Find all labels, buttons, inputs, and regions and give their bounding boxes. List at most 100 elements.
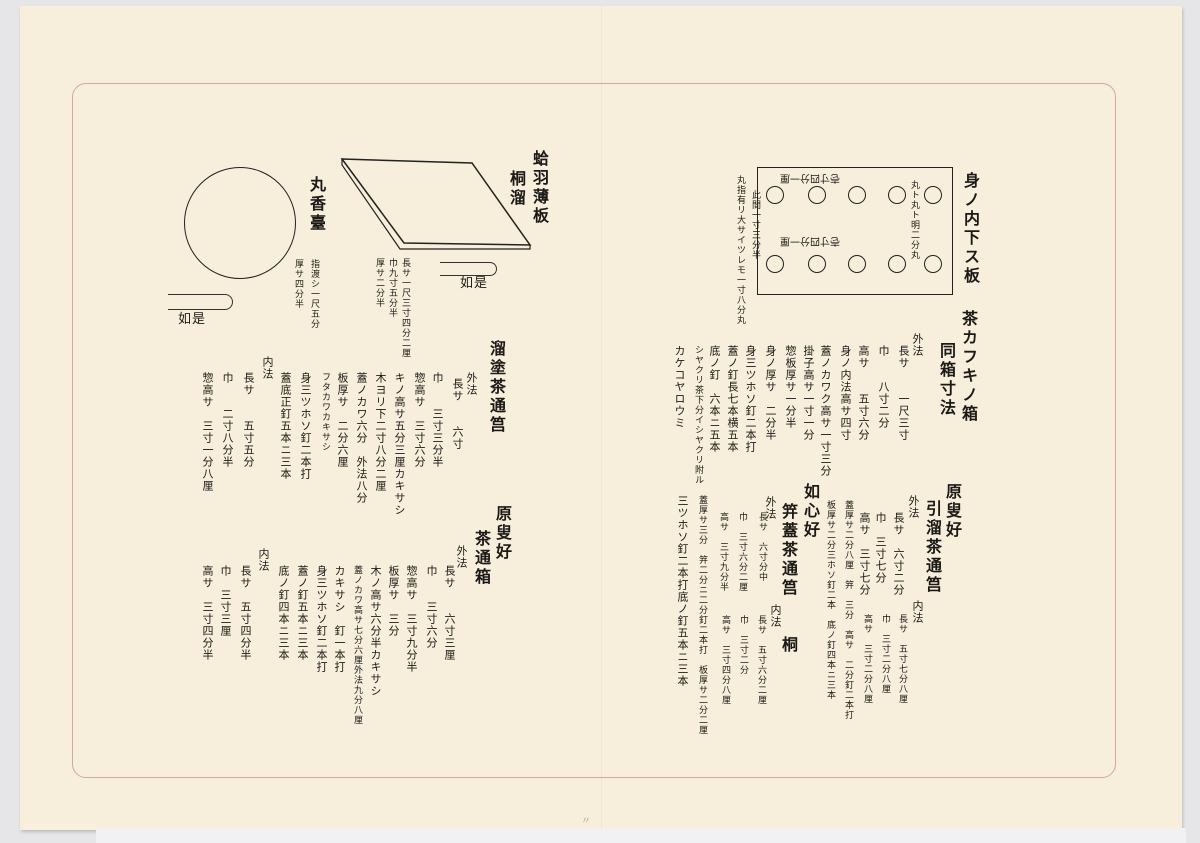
inner-label: 内法 [911, 600, 924, 624]
spec-line: 板厚サ 三分 [387, 565, 400, 637]
spec-line: 蓋底正釘五本ニ三本 [279, 372, 292, 480]
hole-icon [888, 255, 906, 273]
spec-line: 蓋ノ釘長七本横五本 [726, 345, 739, 453]
spec-line: 高サ 三寸四分半 [201, 565, 214, 661]
board-dim: 厚サ二分半 [374, 258, 384, 308]
hole-icon [924, 255, 942, 273]
spec-line: 巾 三寸二分 [738, 615, 748, 675]
round-tray-dim: 指渡シ一尺五分 [309, 259, 319, 329]
spec-line: 身三ツホソ釘二本打 [744, 345, 757, 453]
board-dim: 巾九寸五分半 [387, 258, 397, 318]
spec-line: 高サ 三寸九分半 [718, 512, 728, 592]
round-tray-figure [184, 167, 296, 279]
inner-label: 内法 [257, 548, 270, 572]
spec-line: 惣高サ 三寸一分八厘 [201, 372, 214, 492]
hole-icon [766, 255, 784, 273]
spec-line: 巾 八寸二分 [877, 345, 890, 429]
spec-line: 板厚サ二分三ホソ釘二本 底ノ釘四本ニ三本 [825, 500, 835, 700]
spec-line: 巾 三寸七分 [874, 512, 887, 584]
spec-line: 長サ 六寸二分 [892, 512, 905, 596]
page-edge [96, 828, 1186, 843]
spec-line: 巾 三寸三厘 [219, 565, 232, 637]
spec-line: 蓋ノ釘五本ニ三本 [296, 565, 309, 661]
inner-board-title: 身ノ内下ス板 [961, 172, 980, 286]
spec-line: 高サ 三寸二分八厘 [862, 614, 872, 704]
section-prefix: 原叟好 [493, 505, 512, 562]
spec-line: 惣高サ 三寸六分 [413, 372, 426, 468]
spec-line: 巾 三寸六分 [425, 565, 438, 649]
section-material: 桐 [779, 636, 798, 655]
spec-line: 惣高サ 三寸九分半 [405, 565, 418, 673]
spec-line: 長サ 六寸 [451, 378, 464, 450]
spec-line: 底ノ釘四本ニ三本 [277, 565, 290, 661]
dimension-label: 壱寸四分一厘 [780, 172, 840, 183]
hole-icon [808, 186, 826, 204]
section-prefix: 如心好 [801, 483, 820, 540]
section-title: 引溜茶通筥 [923, 500, 942, 595]
outer-label: 外法 [911, 333, 924, 357]
hole-icon [848, 255, 866, 273]
spec-line: 長サ 五寸七分八厘 [897, 614, 907, 704]
spec-line: カキサシ 釘一本打 [333, 565, 346, 673]
board-note: 丸指有リ大サイツレモ一寸八分丸 [735, 175, 745, 325]
page-mark: 〃 [581, 816, 591, 827]
profile-bracket-icon [168, 294, 233, 310]
profile-bracket-icon [440, 262, 497, 276]
spec-line: 身三ツホソ釘二本打 [299, 372, 312, 480]
hole-icon [808, 255, 826, 273]
spec-line: 惣板厚サ一分半 [784, 345, 797, 429]
spec-line: 三ツホソ釘二本打底ノ釘五本ニ三本 [676, 495, 689, 687]
spec-line: カケコヤロウミ [673, 345, 686, 429]
board-material: 桐溜 [507, 170, 526, 208]
section-prefix: 原叟好 [943, 483, 962, 540]
spec-line: シヤクリ茶下分イシヤクリ附ル [693, 345, 703, 485]
inner-label: 内法 [261, 356, 274, 380]
spec-line: 巾 三寸二分八厘 [880, 614, 890, 694]
spec-line: 巾 三寸三分半 [431, 372, 444, 468]
round-tray-caption: 如是 [178, 312, 207, 327]
spec-line: 蓋厚サ二分八厘 笄 三分 高サ 二分釘二本打 [843, 500, 853, 720]
hole-icon [924, 186, 942, 204]
section-subtitle: 同箱寸法 [937, 342, 956, 418]
spec-line: キノ高サ五分三厘カキサシ [393, 372, 406, 516]
outer-label: 外法 [465, 372, 478, 396]
book-spread [20, 6, 1182, 830]
outer-label: 外法 [764, 496, 777, 520]
hole-icon [888, 186, 906, 204]
board-note: 丸ト丸ト明二分丸 [909, 180, 919, 260]
board-title: 蛤羽薄板 [530, 150, 549, 226]
spec-line: 蓋ノカワ高サ七分六厘外法九分八厘 [352, 565, 362, 725]
hole-icon [766, 186, 784, 204]
spec-line: 巾 三寸六分二厘 [737, 512, 747, 592]
round-tray-dim: 厚サ四分半 [293, 259, 303, 309]
outer-label: 外法 [907, 495, 920, 519]
dimension-label: 壱寸四分一厘 [780, 235, 840, 246]
spec-line: 長サ 六寸三厘 [443, 565, 456, 661]
spec-line: 身ノ厚サ 二分半 [764, 345, 777, 441]
spec-line: 長サ 五寸五分 [242, 372, 255, 468]
spec-line: 長サ 五寸四分半 [239, 565, 252, 661]
spec-line: 長サ 六寸分中 [757, 512, 767, 582]
inner-label: 内法 [769, 604, 782, 628]
spec-line: 板厚サ 二分六厘 [336, 372, 349, 468]
hole-icon [848, 186, 866, 204]
spec-line: 掛子高サ一寸一分 [802, 345, 815, 441]
spec-line: 巾 二寸八分半 [221, 372, 234, 468]
spec-line: 長サ 五寸六分二厘 [756, 615, 766, 705]
spec-line: 木ヨリ下二寸八分二厘 [374, 372, 387, 492]
section-title: 溜塗茶通筥 [487, 340, 506, 435]
section-title: 笄蓋茶通筥 [779, 503, 798, 598]
spec-line: 高サ 三寸七分 [858, 512, 871, 596]
spec-line: 木ノ高サ六分半カキサシ [369, 565, 382, 697]
spec-line: 身三ツホソ釘二本打 [315, 565, 328, 673]
section-title: 茶通箱 [472, 530, 491, 587]
outer-label: 外法 [455, 545, 468, 569]
spec-line: 底ノ釘 六本ニ五本 [708, 345, 721, 453]
section-title: 茶カフキノ箱 [959, 310, 978, 424]
spec-line: フタカワカキサシ [320, 372, 330, 452]
spec-line: 蓋厚サ三分 笄二分ニ二分釘二本打 板厚サ二分二厘 [697, 495, 707, 735]
printed-frame-border [72, 83, 1116, 778]
spec-line: 高サ 三寸四分八厘 [720, 615, 730, 705]
spec-line: 蓋ノカワク高サ一寸三分 [819, 345, 832, 477]
spec-line: 蓋ノカワ六分 外法八分 [355, 372, 368, 504]
